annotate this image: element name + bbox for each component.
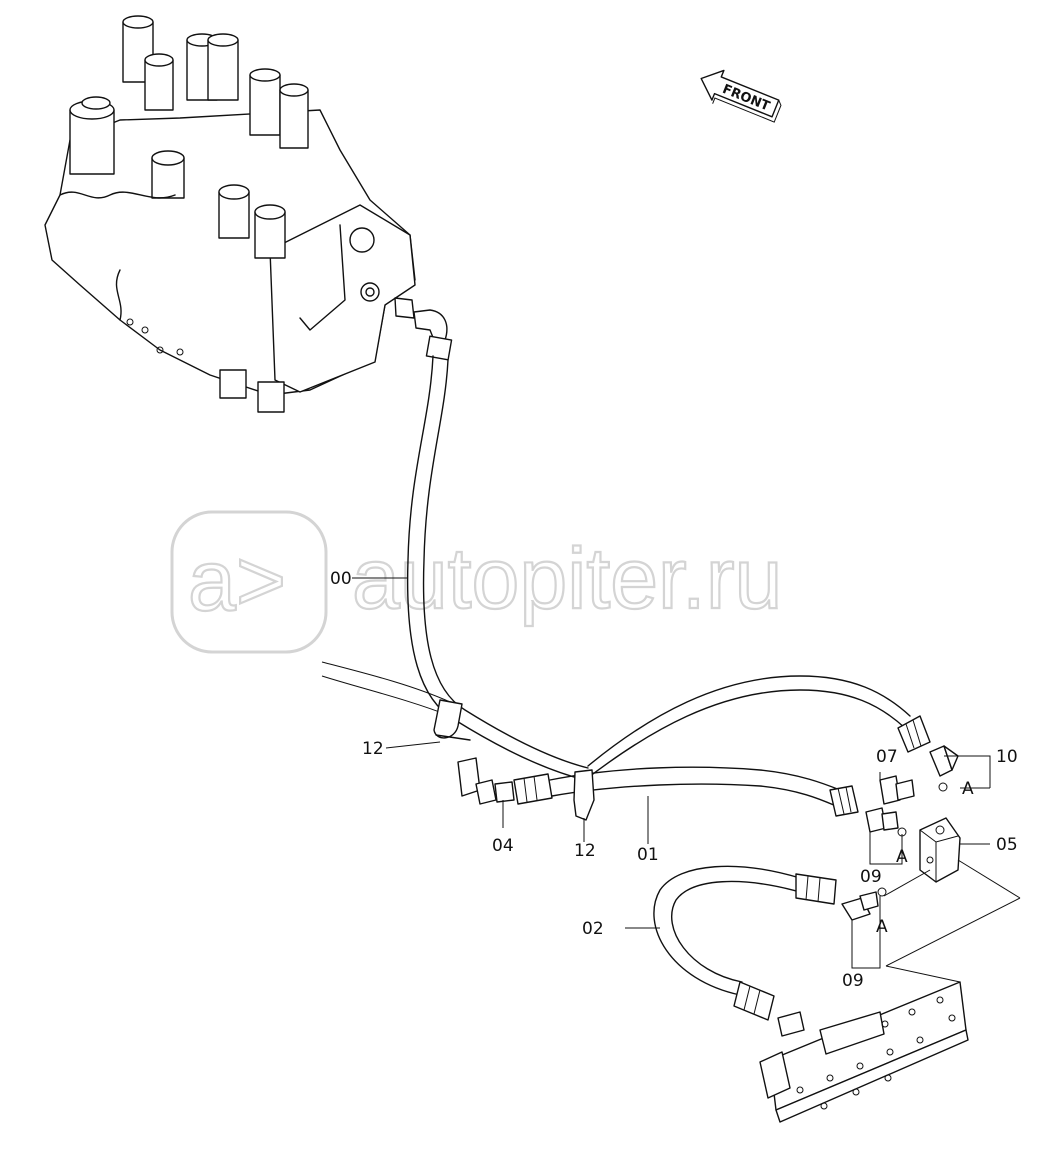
callout-01: 01: [637, 845, 659, 865]
control-valve: [44, 15, 416, 413]
fitting-09-upper: [865, 807, 907, 837]
hose-02: [653, 865, 837, 1021]
callout-00: 00: [330, 569, 352, 589]
fitting-07: [879, 775, 915, 805]
watermark-logo-box: [170, 510, 328, 654]
callouts: 00 12 04 12 01 02 07 10 05 09 09 A A A: [330, 569, 1018, 991]
callout-04: 04: [492, 836, 514, 856]
callout-10: 10: [996, 747, 1018, 767]
callout-09-upper: 09: [860, 867, 882, 887]
fitting-10: [929, 745, 959, 792]
hose-01: [549, 766, 841, 807]
detail-marker-a-2: A: [896, 847, 908, 867]
callout-09-lower: 09: [842, 971, 864, 991]
detail-marker-a-1: A: [962, 779, 974, 799]
callout-07: 07: [876, 747, 898, 767]
front-direction-arrow: FRONT: [700, 69, 782, 123]
fitting-04-assembly: [457, 757, 553, 805]
valve-port-fitting: [394, 297, 453, 361]
block-05: [919, 817, 961, 883]
hose-00: [406, 355, 589, 781]
fitting-09-lower: [841, 887, 887, 921]
callout-12-bottom: 12: [574, 841, 596, 861]
mounting-bracket: [759, 859, 1021, 1123]
callout-02: 02: [582, 919, 604, 939]
hose-upper: [584, 675, 911, 781]
detail-marker-a-3: A: [876, 917, 888, 937]
watermark-logo-glyph: a>: [188, 533, 286, 629]
clamp-12-bottom: [573, 769, 595, 821]
callout-05: 05: [996, 835, 1018, 855]
hose-end-couplings: [829, 715, 931, 817]
watermark-text: autopiter.ru: [352, 531, 782, 627]
leader-lines: [352, 577, 991, 969]
callout-12-left: 12: [362, 739, 384, 759]
watermark: a> autopiter.ru: [170, 510, 783, 654]
clamp-12-left: [433, 699, 471, 741]
